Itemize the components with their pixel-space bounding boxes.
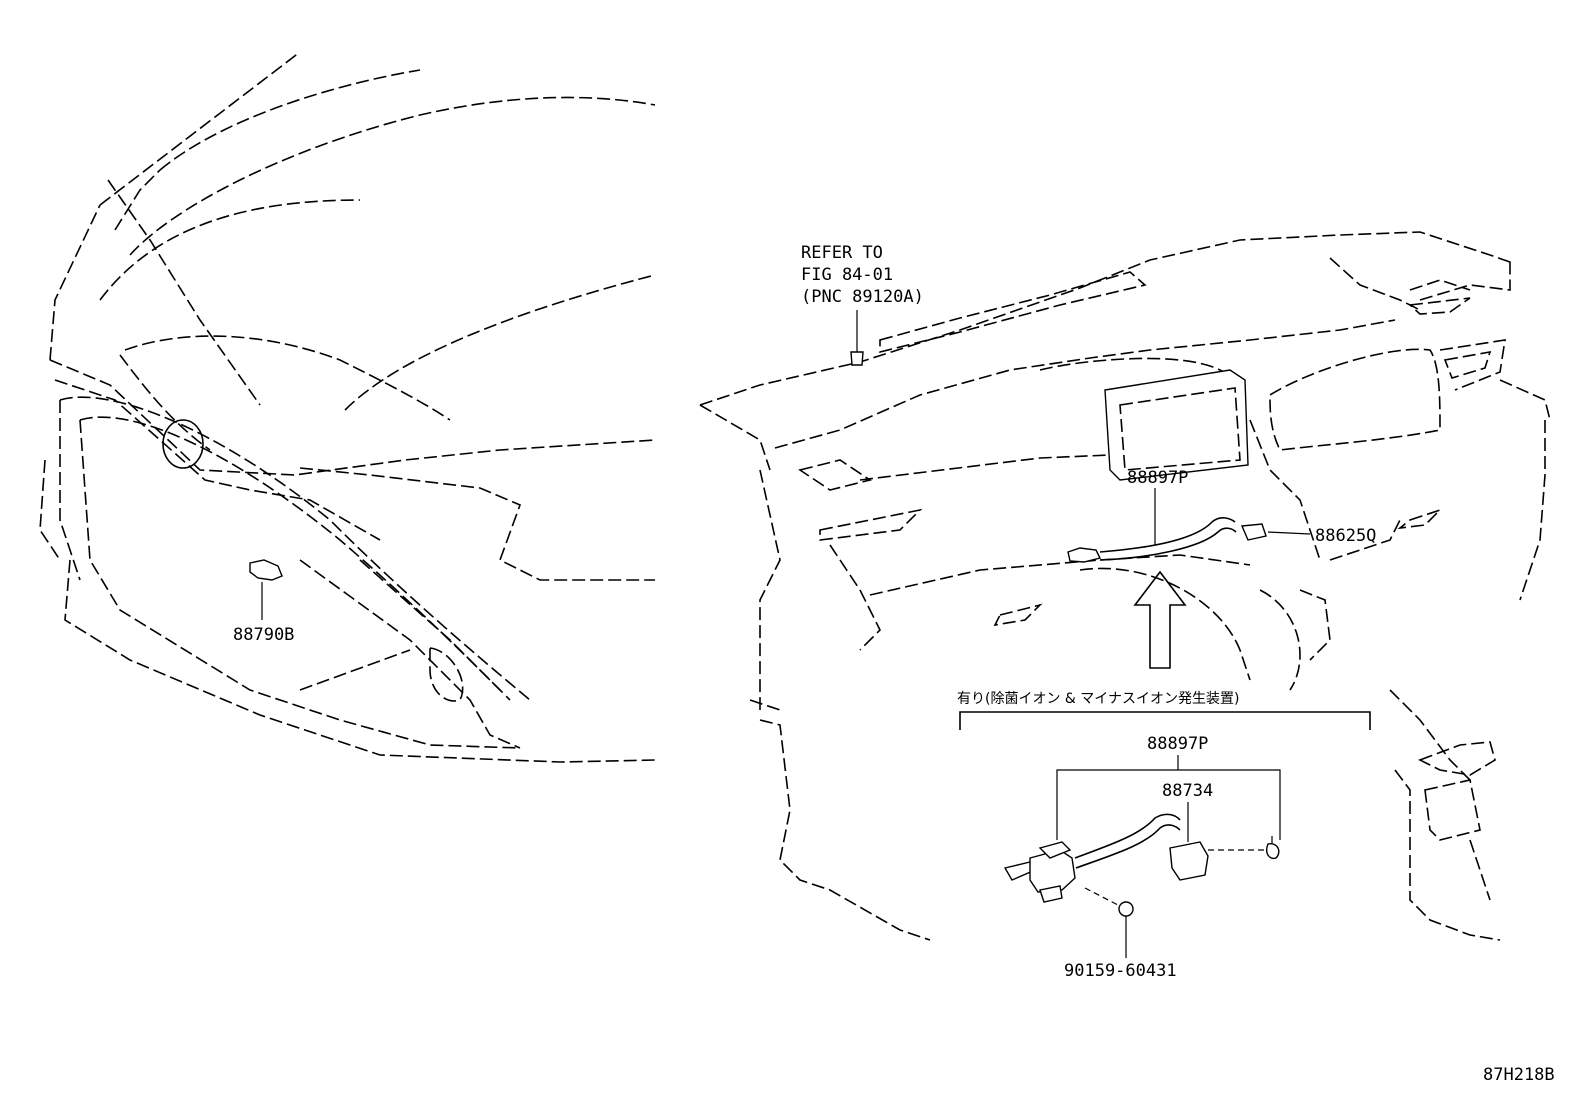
upper-hose-assembly (1067, 488, 1237, 563)
callout-screw: 90159-60431 (1064, 961, 1177, 981)
sensor-leader (1267, 531, 1311, 535)
up-arrow (1133, 570, 1187, 669)
clip-icon (850, 351, 864, 366)
ambient-sensor-part (249, 559, 283, 620)
callout-88625q: 88625Q (1315, 526, 1376, 546)
refer-line-1: REFER TO (801, 243, 883, 263)
figure-code: 87H218B (1483, 1065, 1555, 1085)
option-bracket (959, 711, 1371, 730)
refer-line-3: (PNC 89120A) (801, 287, 924, 307)
callout-88790b: 88790B (233, 625, 294, 645)
ion-generator-assembly (1003, 813, 1280, 958)
sensor-icon (1240, 523, 1267, 541)
option-note: 有り(除菌イオン & マイナスイオン発生装置) (957, 691, 1239, 707)
callout-lower-88897p: 88897P (1147, 734, 1208, 754)
emblem (162, 419, 204, 469)
instrument-panel-outline (699, 231, 1551, 941)
tree-bracket (1056, 769, 1281, 840)
car-front-outline (39, 51, 656, 763)
refer-line-2: FIG 84-01 (801, 265, 893, 285)
callout-88734: 88734 (1162, 781, 1213, 801)
callout-upper-88897p: 88897P (1127, 468, 1188, 488)
